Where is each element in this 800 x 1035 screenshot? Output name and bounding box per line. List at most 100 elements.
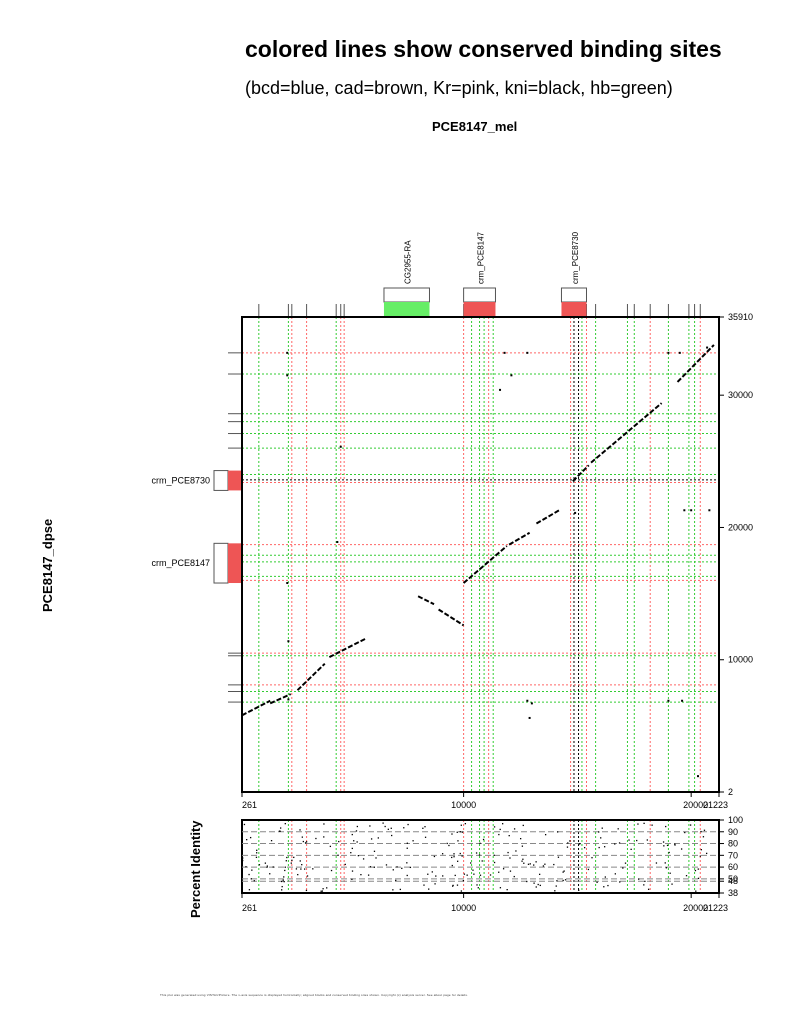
pi-point	[651, 824, 653, 826]
pi-point	[320, 890, 322, 892]
pi-point	[279, 830, 281, 832]
pi-point	[544, 863, 546, 865]
pi-point	[702, 836, 705, 838]
pi-point	[601, 827, 603, 829]
pi-point	[246, 838, 248, 841]
pi-point	[614, 843, 616, 845]
pi-point	[614, 873, 616, 875]
alignment-dot	[526, 699, 529, 702]
pi-point	[705, 852, 708, 855]
pi-point	[373, 850, 376, 852]
alignment-segment	[296, 662, 326, 691]
pi-point	[284, 822, 286, 825]
pi-point	[603, 846, 606, 848]
pi-point	[255, 856, 258, 859]
pi-point	[700, 830, 702, 833]
pi-point	[256, 852, 258, 854]
pi-point	[539, 884, 541, 887]
alignment-dot	[530, 702, 533, 705]
pi-point	[245, 866, 247, 868]
y-tick-label: 35910	[728, 312, 753, 322]
pi-point	[390, 827, 392, 829]
pi-point	[619, 881, 621, 883]
alignment-segment	[438, 608, 465, 627]
pi-point	[604, 876, 606, 878]
pi-point	[562, 871, 564, 873]
pi-point	[694, 869, 697, 872]
pi-point	[466, 874, 468, 876]
pi-point	[685, 875, 688, 877]
footer-note: This plot was generated using VISTA/zPic…	[160, 993, 469, 997]
pi-point	[470, 862, 472, 864]
pi-point	[435, 875, 437, 877]
x-tick-label: 261	[242, 800, 257, 810]
alignment-dot	[667, 351, 670, 354]
pi-point	[456, 884, 459, 886]
pi-point	[302, 840, 304, 843]
pi-point	[502, 868, 505, 870]
pi-point	[671, 883, 673, 885]
pi-point	[665, 825, 667, 828]
pi-point	[258, 864, 261, 866]
pi-point	[264, 862, 267, 864]
pi-point	[555, 885, 557, 887]
pi-point	[493, 854, 495, 856]
pi-point	[535, 861, 537, 863]
pi-point	[453, 853, 455, 855]
pi-point	[587, 868, 590, 871]
pi-point	[663, 845, 665, 847]
pi-point	[304, 868, 306, 870]
alignment-segment	[269, 693, 292, 705]
pi-point	[284, 866, 286, 868]
pi-point	[556, 880, 558, 882]
pi-point	[680, 848, 683, 850]
pi-point	[323, 823, 325, 825]
pi-point	[362, 858, 365, 860]
pi-point	[280, 880, 283, 883]
pi-point	[329, 845, 332, 848]
pi-point	[515, 850, 517, 852]
pi-point	[375, 857, 377, 859]
alignment-segment	[572, 464, 590, 482]
alignment-segment	[462, 545, 508, 584]
pi-point	[566, 846, 569, 848]
pi-point	[323, 836, 325, 838]
pi-point	[502, 823, 504, 825]
alignment-dot	[690, 509, 693, 512]
pi-point	[322, 888, 324, 890]
pi-point	[295, 868, 298, 870]
pi-frame	[241, 819, 720, 894]
pi-point	[684, 831, 686, 834]
pi-point	[353, 840, 355, 842]
alignment-dot	[287, 698, 290, 701]
x-annotation-label: crm_PCE8147	[477, 231, 486, 284]
alignment-dot	[339, 445, 342, 448]
pi-point	[351, 870, 354, 872]
pi-point	[662, 841, 665, 843]
pi-point	[406, 874, 408, 877]
x-annotation-block	[463, 302, 496, 317]
pi-y-tick-label: 38	[728, 888, 738, 898]
alignment-dot	[510, 374, 513, 377]
pi-point	[266, 865, 268, 867]
pi-point	[454, 874, 456, 877]
pi-point	[351, 833, 353, 836]
pi-point	[283, 876, 285, 878]
pi-point	[689, 824, 692, 826]
pi-point	[452, 884, 454, 887]
pi-point	[299, 829, 301, 831]
pi-point	[463, 873, 466, 875]
pi-x-tick-label: 261	[242, 903, 257, 913]
pi-point	[456, 831, 458, 833]
pi-point	[644, 880, 646, 883]
pi-point	[392, 889, 394, 891]
pi-point	[697, 877, 700, 880]
pi-point	[523, 862, 525, 864]
pi-point	[407, 823, 409, 826]
pi-y-tick-label: 48	[728, 876, 738, 886]
pi-point	[596, 881, 598, 883]
pi-point	[356, 841, 358, 843]
pi-point	[598, 831, 600, 833]
pi-point	[636, 839, 638, 842]
